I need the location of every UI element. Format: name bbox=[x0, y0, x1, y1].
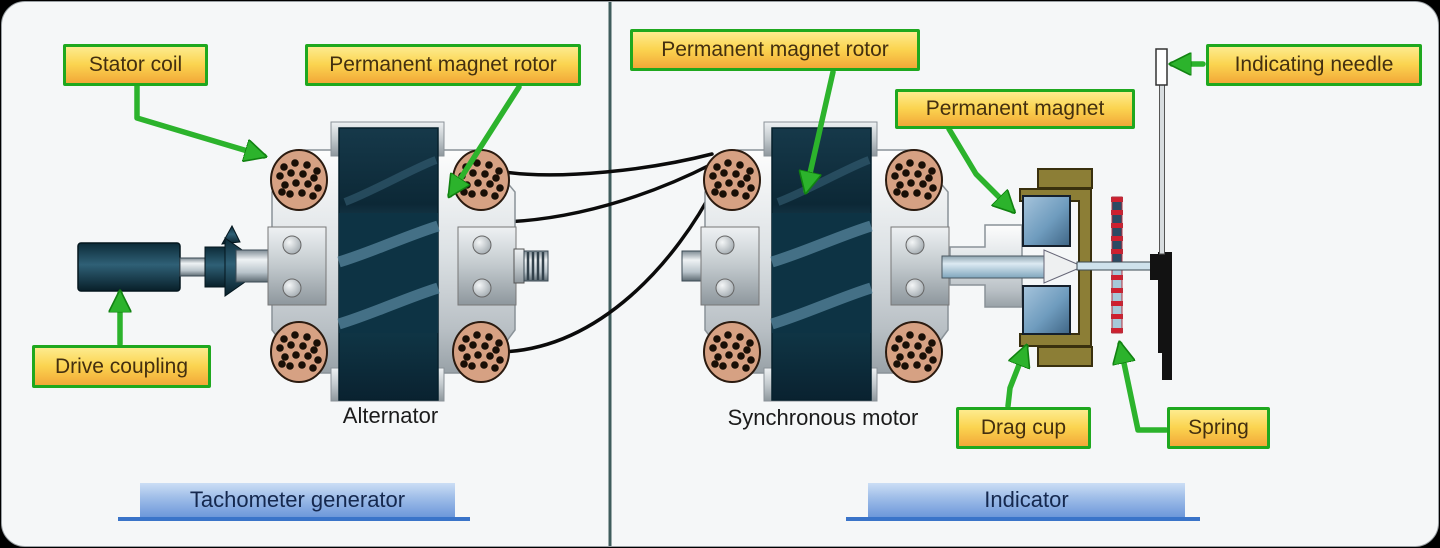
callout-indicating-needle: Indicating needle bbox=[1206, 44, 1422, 86]
callout-arrows bbox=[120, 64, 1206, 433]
section-underline-indicator bbox=[846, 517, 1200, 521]
motor-shaft bbox=[941, 255, 1047, 279]
section-bar-tachometer-generator: Tachometer generator bbox=[140, 483, 455, 517]
indicator-mechanism bbox=[941, 48, 1172, 380]
indicating-needle bbox=[1155, 48, 1168, 255]
callout-drag-cup: Drag cup bbox=[956, 407, 1091, 449]
pm-rotor-left-arrow bbox=[450, 84, 522, 195]
stator-coil-arrow bbox=[134, 83, 264, 156]
drag-cup-arrow bbox=[1005, 347, 1026, 409]
callout-spring: Spring bbox=[1167, 407, 1270, 449]
caption-alternator: Alternator bbox=[342, 403, 439, 428]
permanent-magnet bbox=[1022, 195, 1071, 335]
threaded-shaft bbox=[523, 250, 549, 282]
callout-permanent-magnet-rotor-right: Permanent magnet rotor bbox=[630, 29, 920, 71]
permanent-magnet-arrow bbox=[946, 126, 1013, 211]
callout-stator-coil: Stator coil bbox=[63, 44, 208, 86]
callout-drive-coupling: Drive coupling bbox=[32, 345, 211, 388]
pm-rotor-right-arrow bbox=[806, 69, 836, 191]
needle-shaft bbox=[1076, 261, 1162, 271]
spring-arrow bbox=[1120, 344, 1169, 433]
callout-permanent-magnet: Permanent magnet bbox=[895, 89, 1135, 129]
alternator-assembly bbox=[235, 122, 549, 401]
needle-support-bar bbox=[1150, 252, 1172, 380]
stator-wires bbox=[500, 152, 718, 354]
section-underline-tachometer-generator bbox=[118, 517, 470, 521]
caption-synchronous-motor: Synchronous motor bbox=[727, 405, 919, 430]
synchronous-motor-assembly bbox=[681, 122, 949, 401]
section-bar-indicator: Indicator bbox=[868, 483, 1185, 517]
callout-permanent-magnet-rotor-left: Permanent magnet rotor bbox=[305, 44, 581, 86]
shaft-cone bbox=[1043, 249, 1078, 284]
